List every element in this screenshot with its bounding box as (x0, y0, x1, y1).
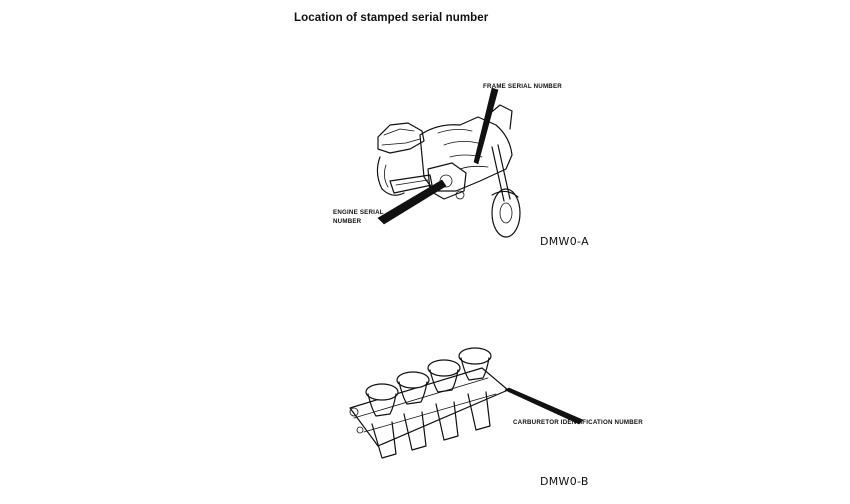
engine-serial-number-label-line1: ENGINE SERIAL (333, 209, 384, 216)
carburetor-assembly-illustration (349, 347, 509, 459)
frame-serial-number-label: FRAME SERIAL NUMBER (483, 83, 562, 90)
engine-serial-number-label-line2: NUMBER (333, 218, 362, 225)
frame-serial-pointer-arrow (473, 87, 499, 165)
figure-code-b: DMW0-B (540, 475, 589, 488)
figure-code-a: DMW0-A (540, 235, 589, 248)
page-title: Location of stamped serial number (294, 12, 489, 24)
carburetor-id-pointer-arrow (504, 387, 584, 425)
carburetor-identification-number-label: CARBURETOR IDENTIFICATION NUMBER (513, 419, 643, 426)
engine-serial-pointer-arrow (377, 179, 447, 225)
